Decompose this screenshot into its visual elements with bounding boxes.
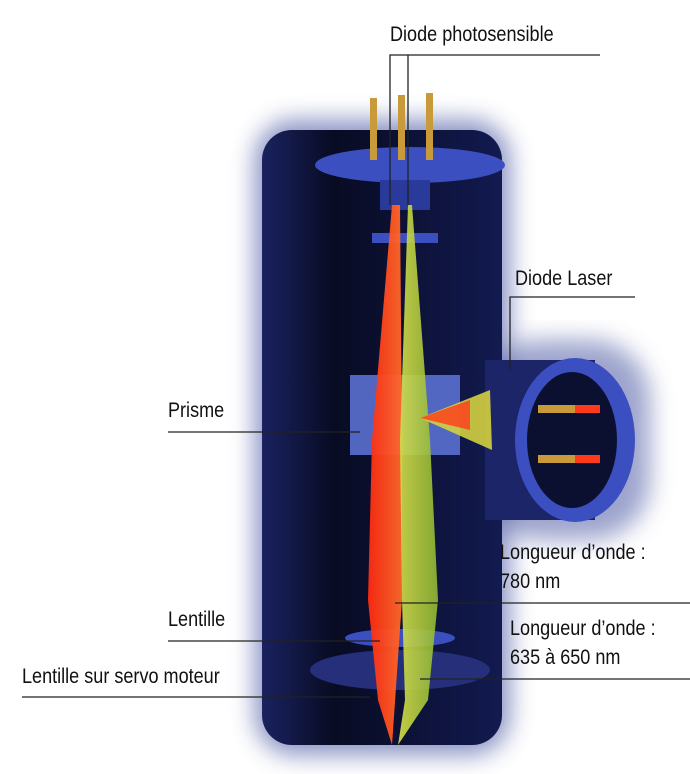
laser-pin [538,405,600,413]
laser-pin [538,455,600,463]
label-photodiode: Diode photosensible [390,23,554,46]
top-disk [315,147,505,183]
label-lens: Lentille [168,608,226,631]
red-beam [368,205,402,745]
photodiode-housing [380,180,430,210]
label-servo-lens: Lentille sur servo moteur [22,665,220,688]
label-prism: Prisme [168,399,225,422]
servo-lens-base [310,650,490,690]
label-wavelength1-value: 780 nm [500,570,561,593]
label-wavelength1-title: Longueur d’onde : [500,541,646,564]
leader-lines [22,54,690,698]
label-laser-diode: Diode Laser [515,267,613,290]
lens [345,629,455,647]
photodiode-pins [370,93,433,160]
label-wavelength2-value: 635 à 650 nm [510,646,621,669]
green-beam [398,205,438,745]
filter-plate [372,233,438,243]
label-wavelength2-title: Longueur d’onde : [510,617,656,640]
